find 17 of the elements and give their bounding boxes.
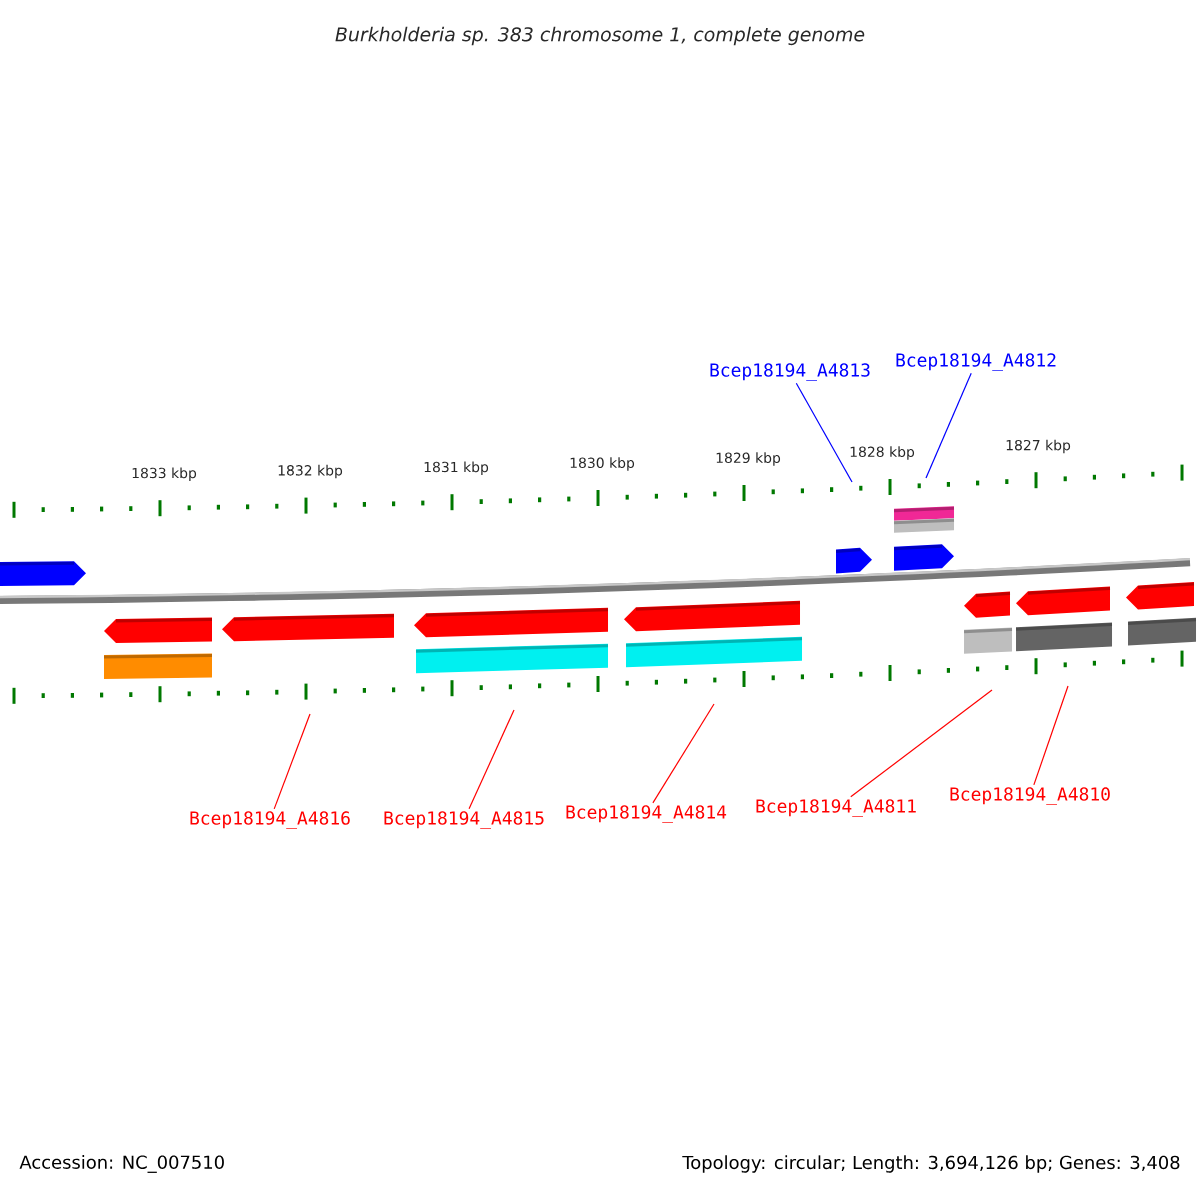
gene-label: Bcep18194_A4812 [896,353,1056,371]
leader-line [925,372,972,479]
gene-label: Bcep18194_A4813 [710,363,870,381]
leader-line [273,713,311,810]
leader-line [795,382,853,483]
gene-label: Bcep18194_A4810 [950,787,1110,805]
footer-text: Accession: NC_007510 [19,1155,224,1173]
leader-line [1033,685,1069,786]
leader-line [850,689,993,798]
title: Burkholderia sp. 383 chromosome 1, complete genome [335,26,865,46]
gene-label: Bcep18194_A4816 [190,811,350,829]
gene-label: Bcep18194_A4814 [566,805,727,823]
leader-line [652,703,715,804]
leader-line [468,709,515,810]
gene-label: Bcep18194_A4811 [756,799,916,817]
gene-label: Bcep18194_A4815 [384,811,544,829]
footer-text: Topology: circular; Length: 3,694,126 bp; Genes: 3,408 [682,1155,1180,1173]
